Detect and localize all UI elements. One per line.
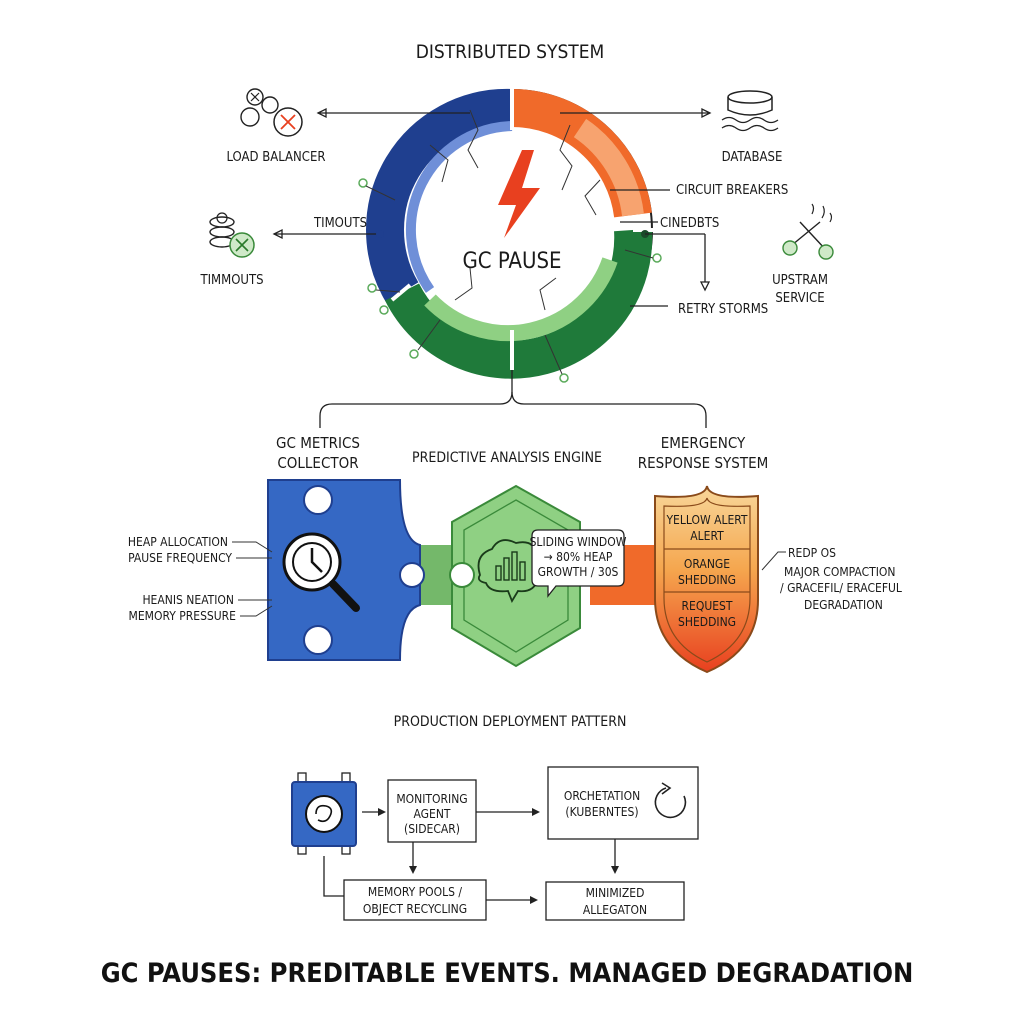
system-title: DISTRIBUTED SYSTEM	[416, 41, 605, 63]
request-shedding-line1: REQUEST	[682, 599, 733, 613]
cinedbts-label: CINEDBTS	[660, 216, 719, 231]
ring-segment-blue	[366, 88, 513, 302]
load-balancer-label: LOAD BALANCER	[226, 150, 325, 165]
yellow-alert-line1: YELLOW ALERT	[665, 513, 747, 527]
upstream-label-line1: UPSTRAM	[772, 273, 828, 288]
minimized-line-2: ALLEGATON	[583, 903, 647, 917]
monitoring-agent-box	[387, 779, 477, 843]
metric-heanis-neation: HEANIS NEATION	[142, 593, 234, 607]
emergency-title-line1: EMERGENCY	[661, 434, 746, 452]
refresh-icon	[654, 782, 687, 819]
memory-pools-line-1: MEMORY POOLS /	[368, 885, 462, 899]
orange-shedding-line2: SHEDDING	[678, 573, 736, 587]
emergency-title-line2: RESPONSE SYSTEM	[638, 454, 769, 472]
outcome-line-3: / GRACEFIL/ ERACEFUL	[780, 581, 902, 595]
outcome-line-1: REDP OS	[788, 546, 836, 560]
sliding-window-bubble	[531, 529, 625, 598]
lightning-bolt-icon	[498, 150, 540, 238]
collector-title-line1: GC METRICS	[276, 434, 360, 452]
collector-title-line2: COLLECTOR	[277, 454, 358, 472]
metrics-collector-block	[267, 479, 425, 661]
monitoring-line-2: AGENT	[413, 807, 450, 821]
minimized-allocation-box	[545, 881, 685, 921]
load-balancer-icon	[240, 88, 303, 137]
orchestration-box	[547, 766, 699, 840]
orchestration-line-1: ORCHETATION	[564, 789, 640, 803]
ring-connectors	[272, 107, 712, 428]
request-shedding-line2: SHEDDING	[678, 615, 736, 629]
gc-ring	[366, 86, 655, 379]
outcome-line-4: DEGRADATION	[804, 598, 883, 612]
metric-connectors	[232, 541, 273, 617]
retry-storms-label: RETRY STORMS	[678, 302, 768, 317]
ring-segment-orange-light	[573, 118, 644, 217]
footer-headline: GC PAUSES: PREDITABLE EVENTS. MANAGED DE…	[101, 958, 914, 989]
emergency-shield	[654, 485, 759, 674]
database-label: DATABASE	[722, 150, 783, 165]
monitoring-line-3: (SIDECAR)	[404, 822, 460, 836]
ring-segment-green-light	[424, 257, 618, 342]
bubble-line-1: SLIDING WINDOW	[530, 535, 627, 549]
engine-title: PREDICTIVE ANALYSIS ENGINE	[412, 450, 602, 466]
upstream-label-line2: SERVICE	[775, 291, 824, 306]
metric-heap-allocation: HEAP ALLOCATION	[128, 535, 228, 549]
bubble-line-3: GROWTH / 30S	[538, 565, 619, 579]
minimized-line-1: MINIMIZED	[586, 886, 645, 900]
timmouts-label: TIMMOUTS	[199, 273, 263, 288]
orange-shedding-line1: ORANGE	[684, 557, 730, 571]
yellow-alert-line2: ALERT	[690, 529, 724, 543]
database-icon	[721, 90, 779, 132]
upstream-service-icon	[782, 203, 834, 260]
deployment-arrows	[323, 808, 619, 904]
orchestration-line-2: (KUBERNTES)	[565, 805, 638, 819]
memory-pools-box	[343, 879, 487, 921]
circuit-breakers-label: CIRCUIT BREAKERS	[676, 183, 788, 198]
timeout-icon	[209, 212, 255, 258]
metric-memory-pressure: MEMORY PRESSURE	[129, 609, 237, 623]
metric-pause-frequency: PAUSE FREQUENCY	[128, 551, 232, 565]
magnifier-clock-icon	[282, 532, 360, 612]
monitoring-line-1: MONITORING	[396, 792, 467, 806]
ring-segment-blue-light	[405, 121, 513, 293]
gc-pause-label: GC PAUSE	[462, 249, 561, 274]
app-container-icon	[291, 772, 357, 855]
outcome-connector	[761, 551, 786, 571]
timouts-label: TIMOUTS	[313, 216, 367, 231]
outcome-line-2: MAJOR COMPACTION	[784, 565, 895, 579]
bubble-line-2: → 80% HEAP	[544, 550, 613, 564]
memory-pools-line-2: OBJECT RECYCLING	[363, 902, 467, 916]
deployment-title: PRODUCTION DEPLOYMENT PATTERN	[394, 714, 627, 730]
